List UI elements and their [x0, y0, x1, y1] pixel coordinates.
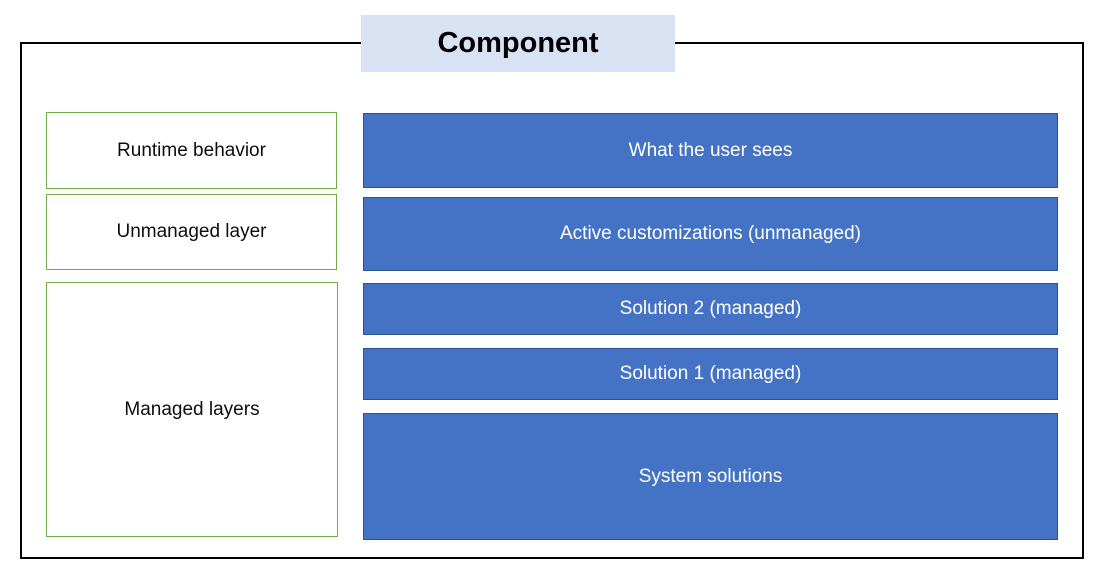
layer-label-solution-1: Solution 1 (managed) — [619, 363, 802, 384]
layer-bar-what-the-user-sees: What the user sees — [363, 113, 1058, 188]
label-runtime-behavior: Runtime behavior — [117, 139, 266, 161]
layer-bar-system-solutions: System solutions — [363, 413, 1058, 540]
layer-label-what-the-user-sees: What the user sees — [628, 139, 793, 161]
layer-label-system-solutions: System solutions — [638, 465, 783, 487]
layer-label-solution-2: Solution 2 (managed) — [619, 298, 802, 319]
label-box-unmanaged-layer: Unmanaged layer — [46, 194, 337, 270]
layer-label-active-customizations: Active customizations (unmanaged) — [560, 223, 861, 244]
layer-bar-solution-1: Solution 1 (managed) — [363, 348, 1058, 400]
layer-bar-solution-2: Solution 2 (managed) — [363, 283, 1058, 335]
label-box-managed-layers: Managed layers — [46, 282, 338, 537]
label-unmanaged-layer: Unmanaged layer — [116, 221, 267, 242]
diagram-title-box: Component — [361, 15, 675, 72]
layer-bar-active-customizations: Active customizations (unmanaged) — [363, 197, 1058, 271]
label-managed-layers: Managed layers — [124, 398, 260, 420]
label-box-runtime-behavior: Runtime behavior — [46, 112, 337, 189]
diagram-title: Component — [437, 27, 599, 59]
